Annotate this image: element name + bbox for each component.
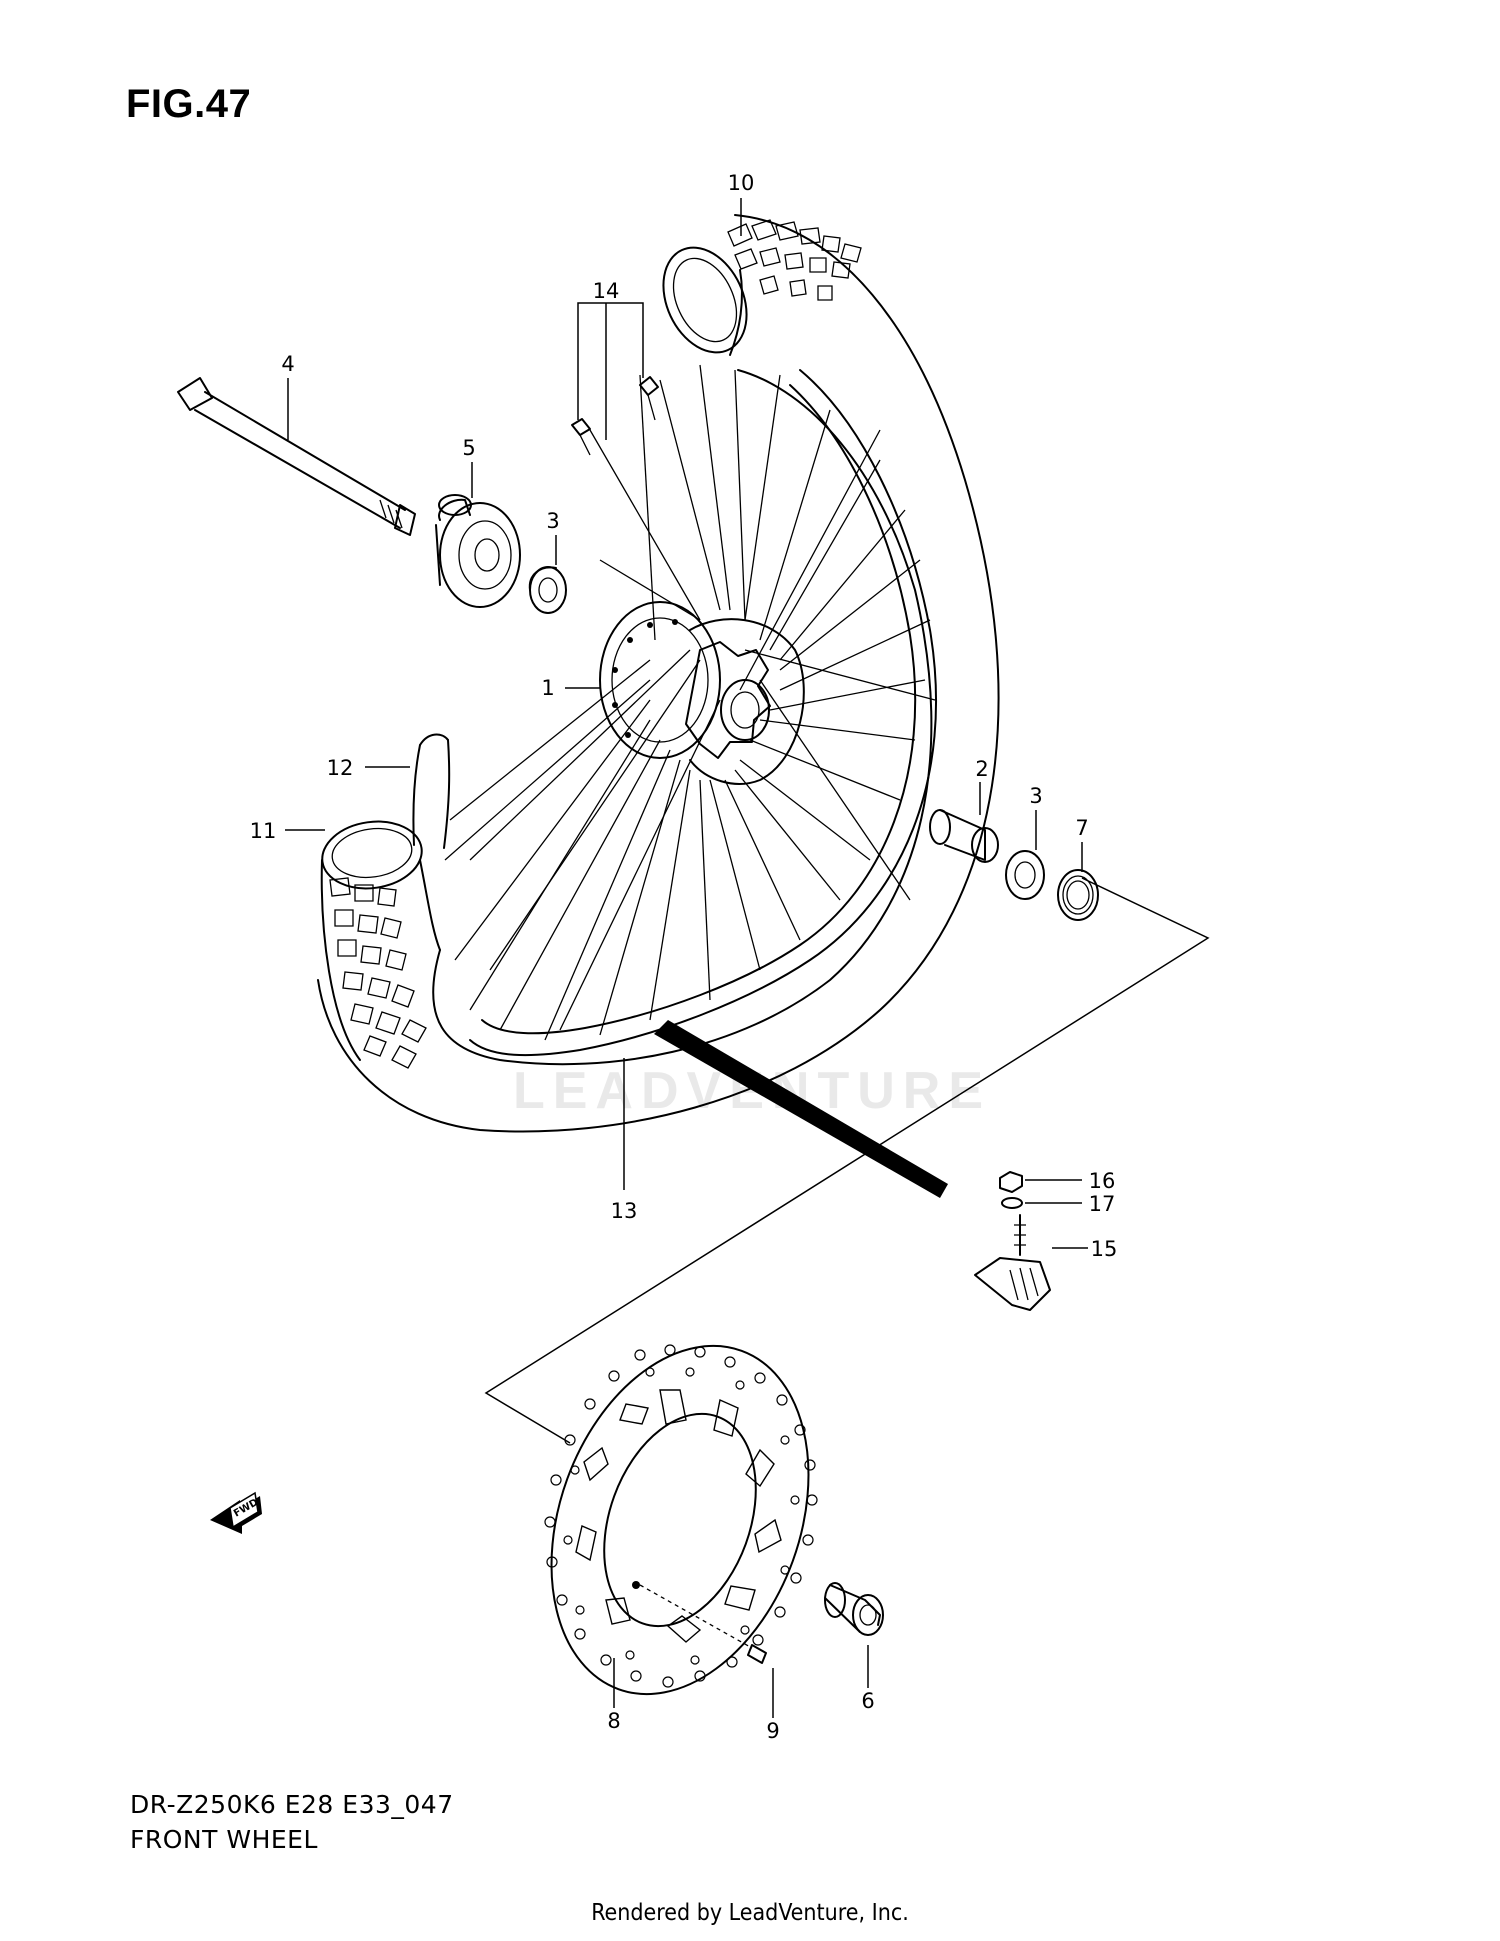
bearing-lower (1005, 850, 1045, 900)
callout-15: 15 (1091, 1237, 1118, 1261)
callout-3b: 3 (1029, 784, 1042, 808)
reference-lines (484, 877, 1210, 1444)
bearing-upper (528, 566, 567, 614)
callout-8: 8 (607, 1709, 620, 1733)
callout-13: 13 (611, 1199, 638, 1223)
callout-17: 17 (1089, 1192, 1116, 1216)
callout-6: 6 (861, 1689, 874, 1713)
model-code: DR-Z250K6 E28 E33_047 (130, 1790, 454, 1819)
callout-5: 5 (462, 436, 475, 460)
figure-title: FIG.47 (126, 82, 252, 126)
speedometer-gearbox (435, 494, 521, 608)
brake-disc (544, 1344, 818, 1696)
oil-seal (1057, 869, 1099, 921)
valve (571, 376, 659, 456)
fwd-arrow-icon: FWD (210, 1491, 262, 1534)
callout-7: 7 (1075, 816, 1088, 840)
callout-16: 16 (1089, 1169, 1116, 1193)
hub (599, 601, 805, 785)
callout-10: 10 (728, 171, 755, 195)
callout-labels: 1 2 3 3 4 5 6 7 8 9 10 11 12 13 14 15 16… (250, 171, 1118, 1743)
leader-lines (285, 198, 1088, 1718)
rim-lock (974, 1171, 1051, 1311)
spacer (929, 809, 999, 863)
callout-1: 1 (541, 676, 554, 700)
tire (317, 214, 1000, 1133)
callout-11: 11 (250, 819, 277, 843)
spokes (444, 364, 936, 1041)
callout-3a: 3 (546, 509, 559, 533)
diagram-caption: FRONT WHEEL (130, 1825, 318, 1854)
callout-2: 2 (975, 757, 988, 781)
collar (824, 1582, 884, 1636)
callout-9: 9 (766, 1719, 779, 1743)
rendered-by-footer: Rendered by LeadVenture, Inc. (591, 1900, 909, 1926)
callout-14: 14 (593, 279, 620, 303)
callout-4: 4 (281, 352, 294, 376)
axle (177, 377, 416, 536)
callout-12: 12 (327, 756, 354, 780)
